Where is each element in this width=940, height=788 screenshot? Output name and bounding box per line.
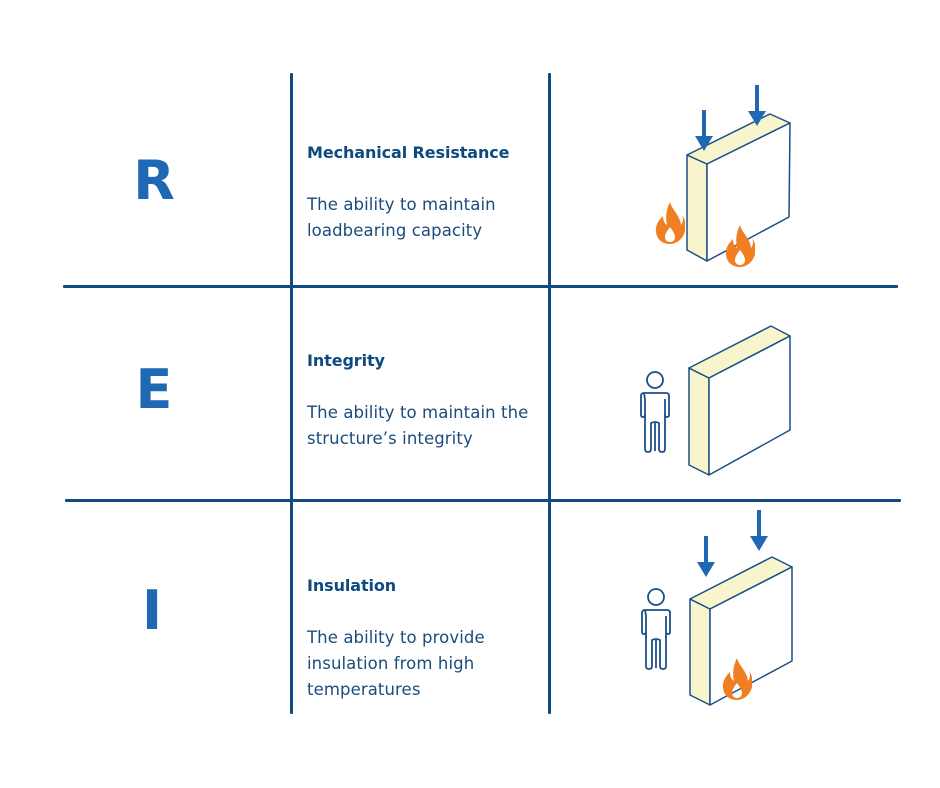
wall-illustration-e	[640, 325, 791, 476]
person-icon	[640, 371, 670, 453]
row-description: The ability to provide insulation from h…	[307, 628, 485, 699]
row-title: Mechanical Resistance	[307, 143, 510, 162]
flame-icon	[655, 202, 685, 244]
row-description: The ability to maintain the structure’s …	[307, 403, 529, 448]
row-divider-2	[65, 499, 901, 502]
row-letter: R	[133, 149, 175, 212]
flame-icon	[725, 225, 755, 267]
wall-block	[689, 556, 793, 706]
load-arrow-icon	[748, 85, 766, 126]
load-arrow-icon	[697, 536, 715, 577]
wall-block	[688, 325, 791, 476]
load-arrow-icon	[695, 110, 713, 151]
column-divider-1	[290, 73, 293, 714]
column-divider-2	[548, 73, 551, 714]
row-letter: E	[135, 358, 173, 421]
row-title: Integrity	[307, 351, 385, 370]
row-description: The ability to maintain loadbearing capa…	[307, 195, 496, 240]
row-letter: I	[141, 579, 163, 642]
load-arrow-icon	[750, 510, 768, 551]
person-icon	[641, 588, 671, 670]
wall-block	[686, 113, 791, 262]
wall-illustration-r	[655, 85, 791, 267]
row-title: Insulation	[307, 576, 397, 595]
wall-illustration-i	[641, 510, 793, 706]
flame-icon	[722, 658, 752, 700]
row-divider-1	[63, 285, 898, 288]
